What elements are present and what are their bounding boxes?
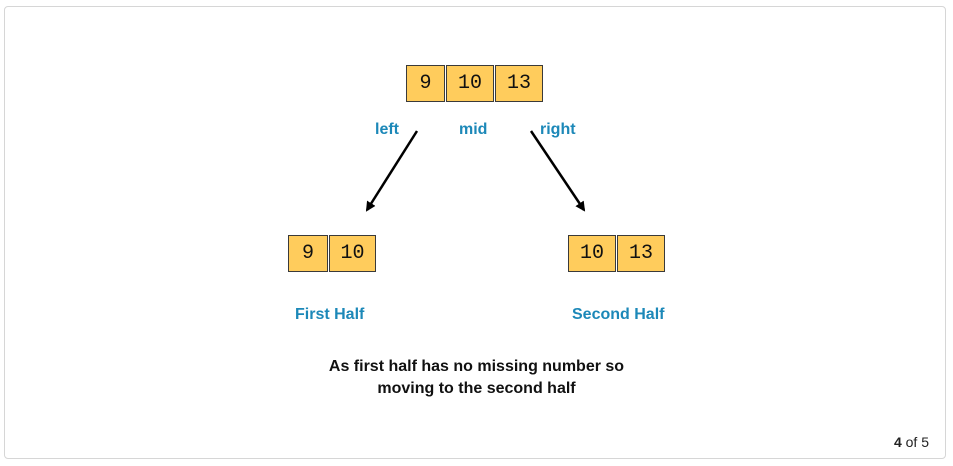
top-array: 9 10 13 [406, 65, 544, 102]
pager-total: of 5 [905, 434, 929, 450]
array-cell: 9 [288, 235, 328, 272]
left-arrow [365, 130, 419, 212]
second-half-label: Second Half [572, 306, 665, 323]
caption-line-2: moving to the second half [377, 380, 576, 397]
array-cell: 13 [617, 235, 665, 272]
caption-line-1: As first half has no missing number so [328, 358, 625, 375]
slide-pager: 4 of 5 [894, 434, 929, 450]
array-cell: 10 [446, 65, 494, 102]
first-half-array: 9 10 [288, 235, 377, 272]
first-half-label: First Half [295, 306, 365, 323]
array-cell: 9 [406, 65, 445, 102]
second-half-array: 10 13 [568, 235, 666, 272]
caption: As first half has no missing number so m… [0, 356, 953, 400]
array-cell: 10 [568, 235, 616, 272]
mid-pointer-label: mid [459, 121, 488, 138]
right-arrow [529, 130, 586, 212]
array-cell: 10 [329, 235, 376, 272]
pager-current: 4 [893, 434, 902, 450]
array-cell: 13 [495, 65, 543, 102]
right-pointer-label: right [540, 121, 576, 138]
left-pointer-label: left [375, 121, 399, 138]
